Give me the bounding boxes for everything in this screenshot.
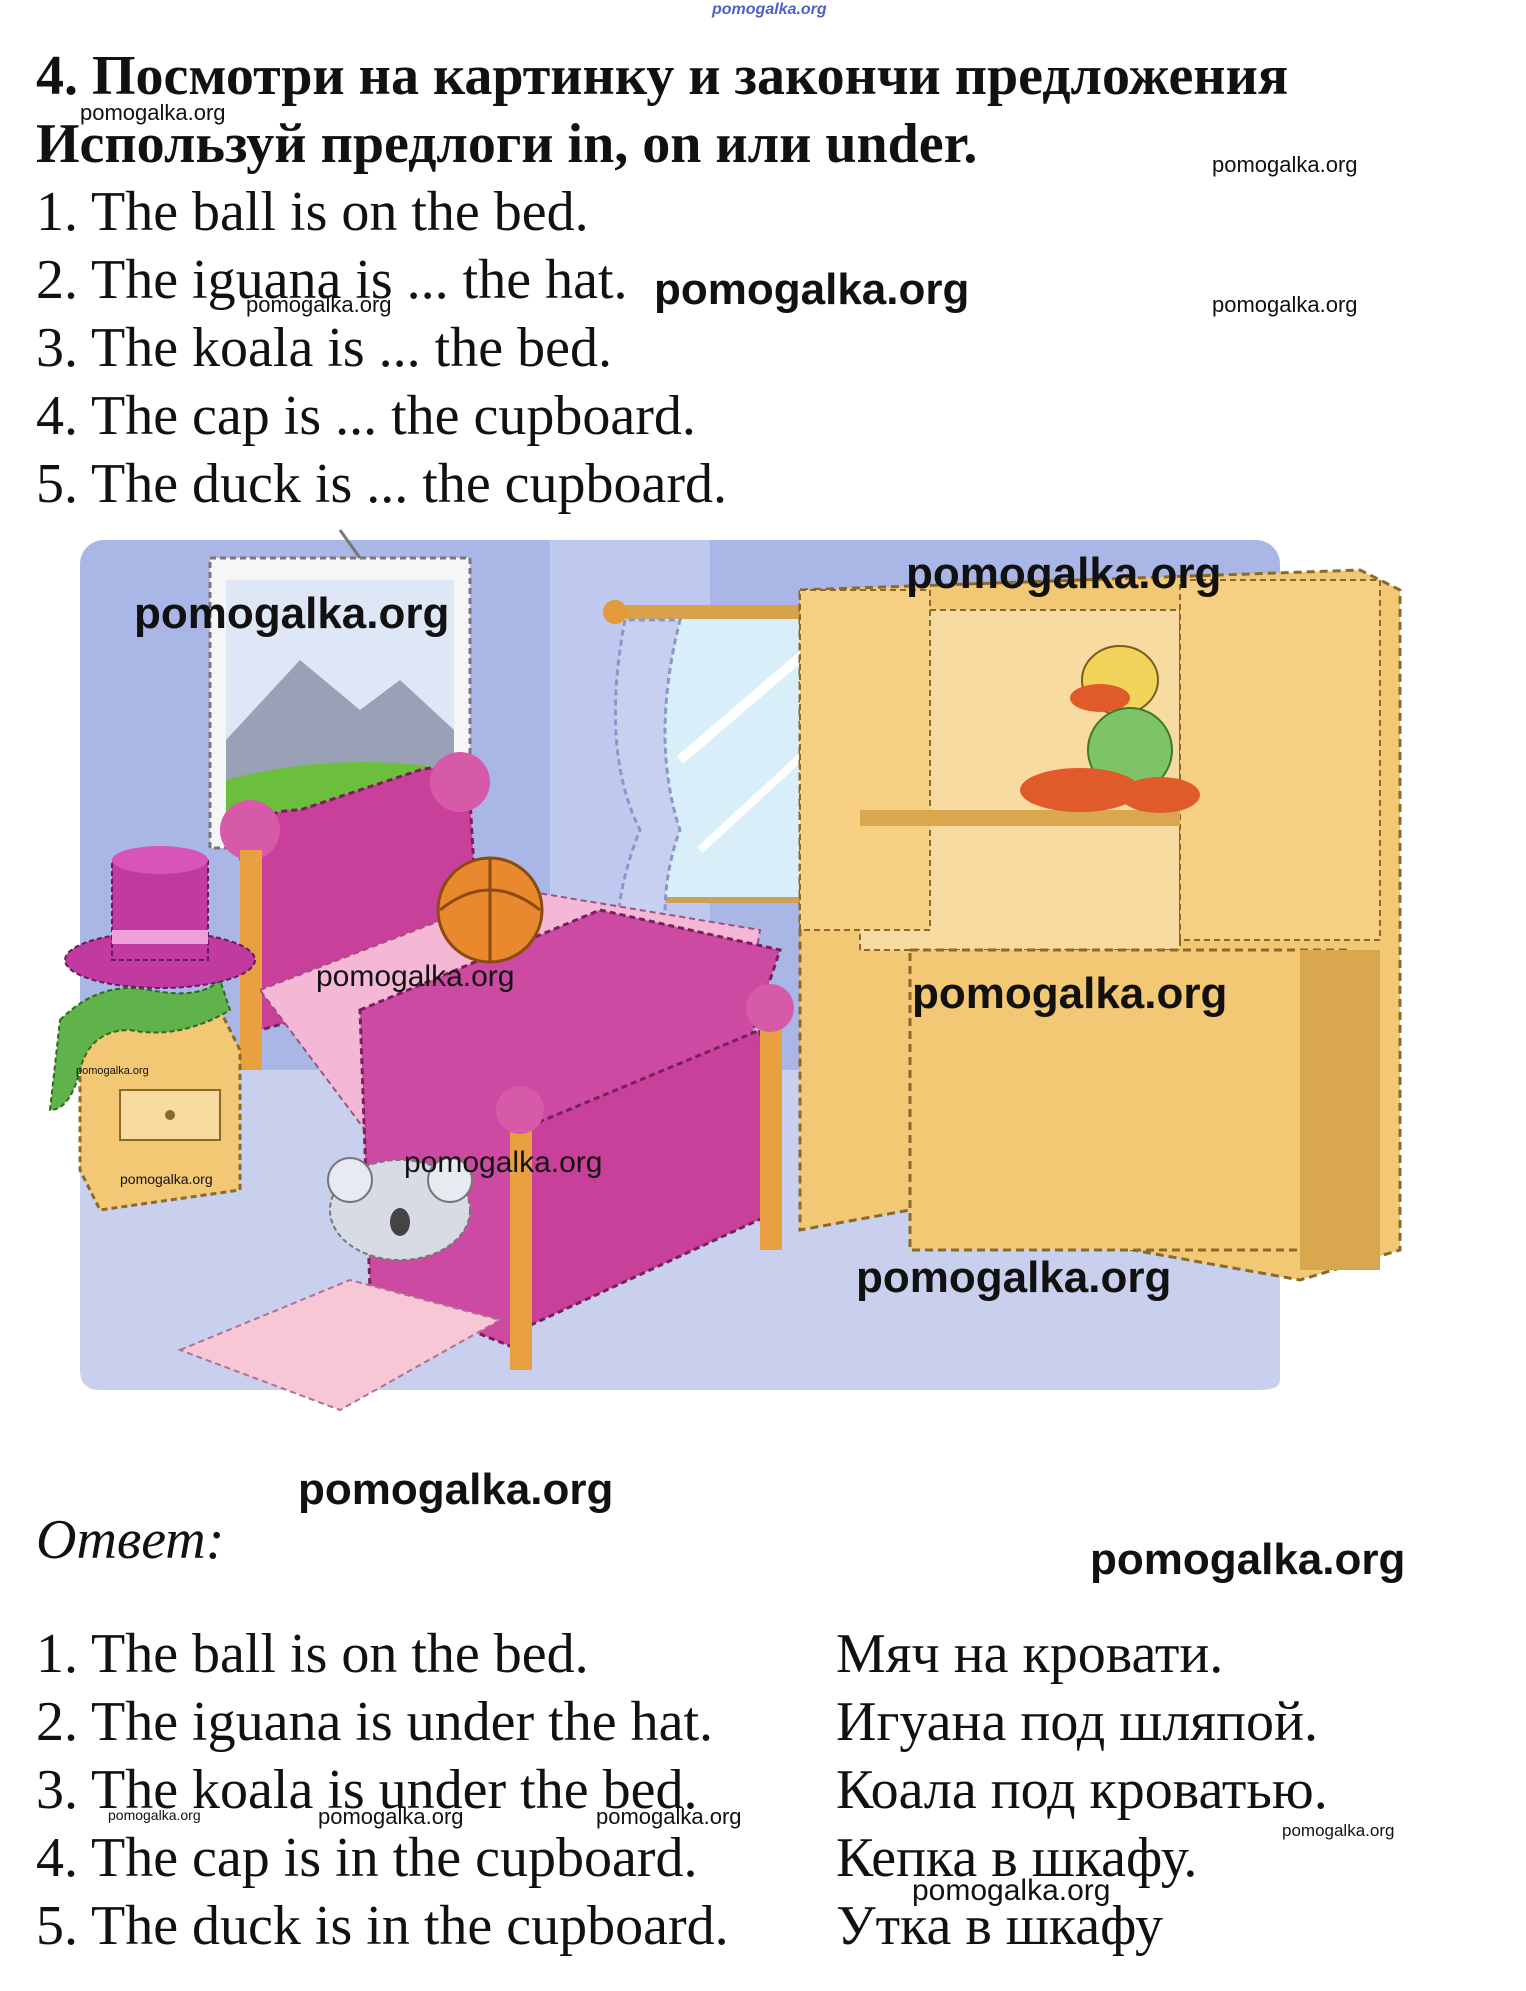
answer-ru-2: Игуана под шляпой.: [836, 1691, 1318, 1753]
watermark: pomogalka.org: [1090, 1535, 1406, 1584]
answer-ru-1: Мяч на кровати.: [836, 1623, 1224, 1685]
watermark: pomogalka.org: [76, 1065, 149, 1077]
koala-toy: [327, 1157, 473, 1261]
bedroom-illustration: [48, 529, 1402, 1412]
watermark: pomogalka.org: [654, 265, 970, 314]
task-title: 4. Посмотри на картинку и закончи предло…: [36, 45, 1289, 107]
answer-label: Ответ:: [36, 1509, 225, 1571]
bed: [220, 752, 794, 1370]
watermark: pomogalka.org: [1212, 152, 1358, 177]
watermark: pomogalka.org: [912, 969, 1228, 1018]
answer-ru-3: Коала под кроватью.: [836, 1759, 1328, 1821]
answer-en-1: 1. The ball is on the bed.: [36, 1623, 589, 1685]
watermark: pomogalka.org: [108, 1807, 201, 1823]
watermark: pomogalka.org: [316, 960, 515, 993]
watermark: pomogalka.org: [912, 1874, 1111, 1907]
cupboard: [798, 568, 1402, 1282]
top-hat: [64, 846, 256, 989]
exercise-line-5: 5. The duck is ... the cupboard.: [36, 453, 728, 515]
exercise-line-3: 3. The koala is ... the bed.: [36, 317, 612, 379]
answer-ru-4: Кепка в шкафу.: [836, 1827, 1198, 1889]
watermark: pomogalka.org: [1212, 292, 1358, 317]
answer-en-5: 5. The duck is in the cupboard.: [36, 1895, 729, 1957]
watermark: pomogalka.org: [134, 589, 450, 638]
exercise-line-2: 2. The iguana is ... the hat.: [36, 249, 628, 311]
answer-en-3: 3. The koala is under the bed.: [36, 1759, 698, 1821]
watermark: pomogalka.org: [246, 292, 392, 317]
duck-toy: [1020, 645, 1200, 813]
answer-ru-5: Утка в шкафу: [836, 1895, 1164, 1957]
watermark: pomogalka.org: [906, 549, 1222, 598]
site-mark-top: pomogalka.org: [712, 1, 827, 18]
exercise-line-4: 4. The cap is ... the cupboard.: [36, 385, 696, 447]
watermark: pomogalka.org: [318, 1804, 464, 1829]
answer-en-4: 4. The cap is in the cupboard.: [36, 1827, 698, 1889]
rug: [177, 1278, 503, 1412]
watermark: pomogalka.org: [1282, 1821, 1395, 1840]
watermark: pomogalka.org: [298, 1465, 614, 1514]
watermark: pomogalka.org: [404, 1146, 603, 1179]
task-instruction: Используй предлоги in, on или under.: [36, 113, 978, 175]
exercise-line-1: 1. The ball is on the bed.: [36, 181, 589, 243]
watermark: pomogalka.org: [856, 1253, 1172, 1302]
watermark: pomogalka.org: [120, 1171, 213, 1187]
ball: [436, 856, 544, 964]
watermark: pomogalka.org: [596, 1804, 742, 1829]
bedside-table: [48, 846, 256, 1212]
answer-en-2: 2. The iguana is under the hat.: [36, 1691, 714, 1753]
watermark: pomogalka.org: [80, 100, 226, 125]
